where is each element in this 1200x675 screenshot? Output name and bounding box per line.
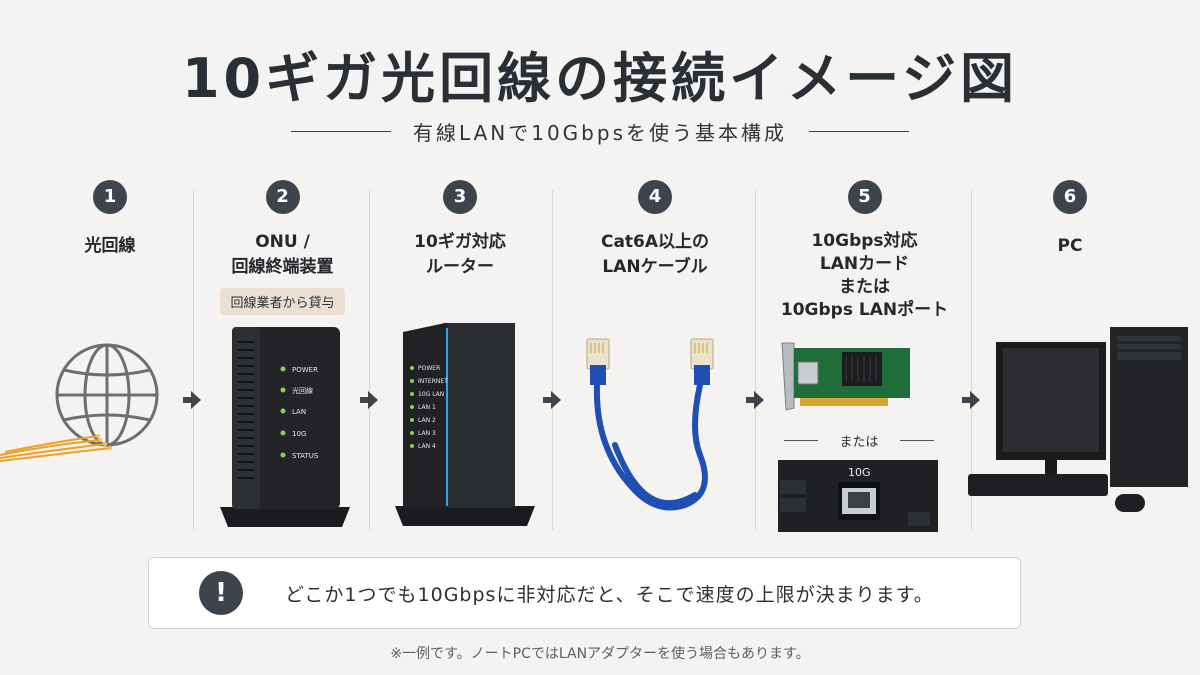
step-label: 光回線 (84, 236, 136, 256)
router-device-image: POWER INTERNET 10G LAN LAN 1 LAN 2 LAN 3… (395, 323, 535, 526)
footnote: ※一例です。ノートPCではLANアダプターを使う場合もあります。 (390, 646, 810, 662)
onu-device-image: POWER 光回線 LAN 10G STATUS (220, 327, 350, 527)
step-1: 1 光回線 (40, 180, 180, 259)
column-divider (971, 190, 972, 530)
step-3: 3 10ギガ対応 ルーター (375, 180, 545, 280)
subtitle: 有線LANで10Gbpsを使う基本構成 (412, 120, 787, 145)
rental-tag: 回線業者から貸与 (220, 288, 345, 315)
step-label: PC (1057, 236, 1083, 256)
arrow-right-icon (962, 391, 980, 409)
step-number: 1 (93, 180, 127, 214)
column-divider (552, 190, 553, 530)
step-number: 2 (265, 180, 300, 214)
step-5: 5 10Gbps対応 LANカード または 10Gbps LANポート (762, 180, 967, 322)
router-led-label: LAN 4 (418, 443, 436, 450)
router-led-label: INTERNET (418, 378, 448, 385)
onu-led-label: STATUS (292, 452, 319, 460)
step-2: 2 ONU / 回線終端装置 回線業者から貸与 (200, 180, 365, 315)
or-text: または (839, 434, 879, 450)
router-led-label: LAN 3 (418, 430, 436, 437)
column-divider (193, 190, 194, 530)
exclamation-icon: ! (199, 571, 243, 615)
step-4: 4 Cat6A以上の LANケーブル (560, 180, 750, 280)
step-label: 10ギガ対応 ルーター (414, 232, 506, 277)
notice-box: ! どこか1つでも10Gbpsに非対応だと、そこで速度の上限が決まります。 (148, 557, 1021, 629)
arrow-right-icon (746, 391, 764, 409)
step-number: 5 (847, 180, 882, 214)
arrow-right-icon (543, 391, 561, 409)
step-number: 3 (443, 180, 477, 214)
column-divider (755, 190, 756, 530)
step-6: 6 PC (990, 180, 1150, 259)
lan-cable-image (586, 338, 714, 511)
port-label: 10G (848, 466, 871, 479)
router-led-label: POWER (418, 365, 440, 372)
desktop-pc-image (968, 327, 1188, 512)
subtitle-line-left (290, 130, 391, 132)
globe-fiber-icon (0, 343, 159, 462)
onu-led-label: LAN (292, 408, 306, 416)
arrow-right-icon (360, 391, 378, 409)
or-line-right (899, 439, 934, 441)
subtitle-row: 有線LANで10Gbpsを使う基本構成 (0, 116, 1200, 146)
lan-card-image (781, 342, 910, 411)
step-number: 4 (638, 180, 672, 214)
subtitle-line-right (809, 130, 909, 132)
step-label: Cat6A以上の LANケーブル (600, 232, 710, 277)
router-led-label: LAN 2 (418, 417, 436, 424)
page-title: 10ギガ光回線の接続イメージ図 (181, 47, 1019, 110)
onu-led-label: 10G (292, 430, 306, 438)
column-divider (369, 190, 370, 530)
step-number: 6 (1053, 180, 1087, 214)
router-led-label: LAN 1 (418, 404, 436, 411)
arrow-right-icon (183, 391, 201, 409)
or-separator: または (784, 430, 934, 450)
step-label: ONU / 回線終端装置 (231, 232, 334, 277)
or-line-left (784, 439, 818, 441)
onu-led-label: POWER (292, 366, 318, 374)
onu-led-label: 光回線 (292, 386, 313, 395)
notice-text: どこか1つでも10Gbpsに非対応だと、そこで速度の上限が決まります。 (285, 583, 934, 606)
lan-port-image: 10G (778, 460, 938, 532)
step-label: 10Gbps対応 LANカード または 10Gbps LANポート (780, 231, 949, 320)
router-led-label: 10G LAN (418, 391, 444, 398)
